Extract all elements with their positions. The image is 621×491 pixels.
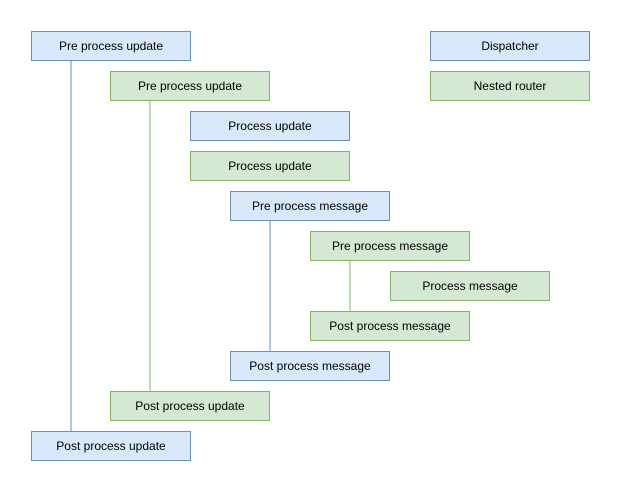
node-pre-process-message-outer: Pre process message bbox=[230, 191, 390, 221]
node-post-process-message-outer: Post process message bbox=[230, 351, 390, 381]
node-dispatcher: Dispatcher bbox=[430, 31, 590, 61]
node-process-update-inner: Process update bbox=[190, 151, 350, 181]
node-nested-router: Nested router bbox=[430, 71, 590, 101]
node-pre-process-update-inner: Pre process update bbox=[110, 71, 270, 101]
node-post-process-message-inner: Post process message bbox=[310, 311, 470, 341]
node-post-process-update-outer: Post process update bbox=[31, 431, 191, 461]
node-process-message: Process message bbox=[390, 271, 550, 301]
node-post-process-update-inner: Post process update bbox=[110, 391, 270, 421]
node-pre-process-update-outer: Pre process update bbox=[31, 31, 191, 61]
node-process-update-outer: Process update bbox=[190, 111, 350, 141]
node-pre-process-message-inner: Pre process message bbox=[310, 231, 470, 261]
